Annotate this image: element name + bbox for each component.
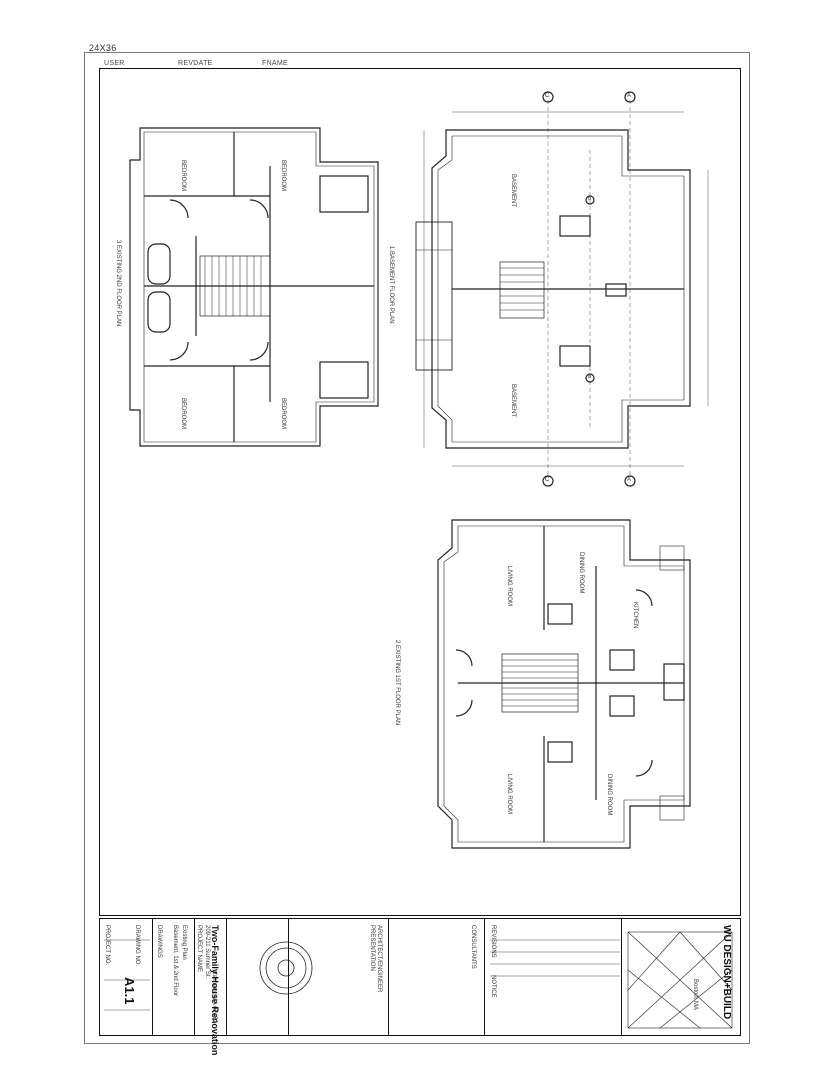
drawings-label: DRAWINGS	[156, 925, 162, 958]
grid-mark: B	[588, 196, 592, 202]
drawing-number: A1.1	[122, 977, 137, 1005]
second-floor-plan-title: 3 EXISTING 2ND FLOOR PLAN	[115, 240, 121, 327]
drawing-title-line2: Existing Plan	[181, 925, 187, 960]
room-label: DINING ROOM	[578, 552, 584, 594]
project-name-label: PROJECT NAME	[196, 925, 202, 972]
room-label: LIVING ROOM	[506, 566, 512, 607]
notice-label: NOTICE	[490, 975, 496, 998]
title-block-divider	[484, 919, 485, 1035]
architect-sub: PRESENTATION	[369, 925, 375, 971]
grid-mark: A	[627, 93, 632, 99]
title-block-divider	[621, 919, 622, 1035]
room-label: LIVING ROOM	[506, 774, 512, 815]
first-floor-plan-outline	[437, 519, 691, 849]
user-field-label: USER	[104, 60, 125, 67]
title-block-divider	[288, 919, 289, 1035]
stamp-seal	[259, 941, 313, 995]
project-no-label: PROJECT NO.	[104, 925, 110, 966]
address-line1: 209-211 Sumner St.	[204, 925, 210, 979]
drawing-title-line1: Basement, 1st & 2nd Floor	[172, 925, 178, 997]
second-floor-plan-outline	[129, 127, 379, 447]
grid-mark: C	[545, 477, 550, 483]
revisions-label: REVISIONS	[490, 925, 496, 958]
title-block: PROJECT NO. DRAWING NO. A1.1 DRAWINGS Ba…	[99, 918, 741, 1055]
firm-city: Boston, MA	[692, 979, 698, 1011]
fname-field-label: FNAME	[262, 60, 288, 67]
room-label: BEDROOM	[280, 160, 286, 192]
room-label: BASEMENT	[510, 384, 516, 418]
title-block-divider	[226, 919, 227, 1035]
room-label: DINING ROOM	[606, 774, 612, 816]
room-label: BEDROOM	[180, 398, 186, 430]
room-label: KITCHEN	[632, 602, 638, 629]
grid-mark: C	[545, 93, 550, 99]
firm-name: WU DESIGN+BUILD	[721, 925, 732, 1020]
firm-logo-graphic	[627, 931, 733, 1029]
drawing-area-border	[99, 68, 741, 916]
grid-mark: B	[588, 374, 592, 380]
title-block-divider	[194, 919, 195, 1035]
room-label: BEDROOM	[280, 398, 286, 430]
basement-floor-plan-outline	[415, 91, 709, 487]
revdate-field-label: REVDATE	[178, 60, 213, 67]
room-label: BASEMENT	[510, 174, 516, 208]
architect-label: ARCHITECT/ENGINEER	[376, 925, 382, 993]
address-line2: Waltham, MA 02452	[211, 969, 217, 1023]
title-block-divider	[388, 919, 389, 1035]
sheet-size-label: 24X36	[89, 43, 117, 53]
drawing-no-label: DRAWING NO.	[134, 925, 140, 967]
room-label: BEDROOM	[180, 160, 186, 192]
sheet-outer-border	[84, 52, 750, 1044]
basement-plan-title: 1 BASEMENT FLOOR PLAN	[388, 246, 394, 324]
first-floor-plan-title: 2 EXISTING 1ST FLOOR PLAN	[394, 640, 400, 726]
title-block-divider	[152, 919, 153, 1035]
consultants-label: CONSULTANTS	[470, 925, 476, 969]
grid-mark: A	[627, 477, 632, 483]
